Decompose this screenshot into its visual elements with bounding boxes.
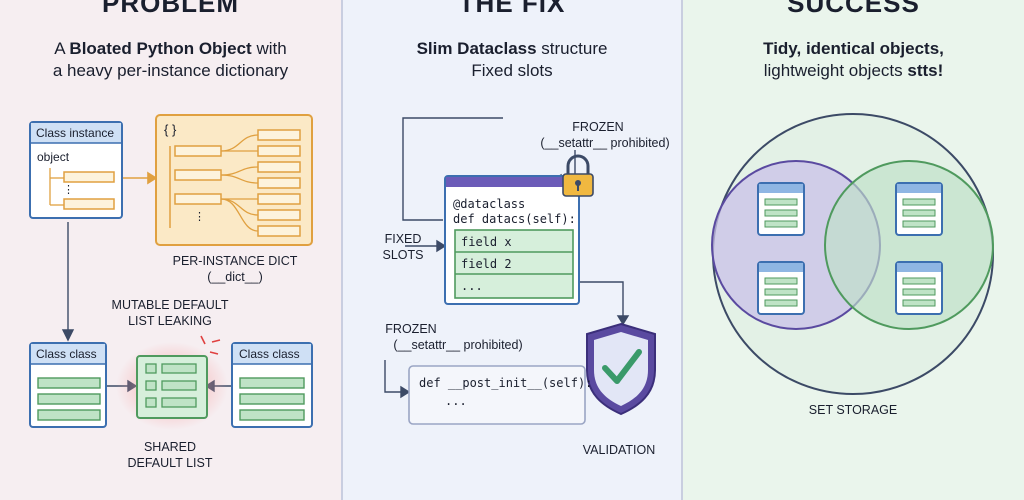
fix-heading: THE FIX [458, 0, 566, 18]
dict-brace: { } [164, 122, 177, 137]
object-tree [49, 168, 64, 206]
post-init-body: ... [445, 394, 467, 408]
list-leaking-label: LIST LEAKING [128, 314, 212, 328]
fix-panel: THE FIX Slim Dataclass structure Fixed s… [341, 0, 683, 500]
class-class-left-title: Class class [36, 347, 97, 361]
shared-label: SHARED [143, 440, 197, 454]
success-panel: SUCCESS Tidy, identical objects, lightwe… [683, 0, 1024, 500]
validation-label: VALIDATION [582, 443, 656, 457]
class-instance-title: Class instance [36, 126, 115, 140]
per-instance-dict-label: PER-INSTANCE DICT [172, 254, 298, 268]
frozen-bottom-note: (__setattr__ prohibited) [393, 338, 523, 352]
shared-list-cells [145, 363, 197, 408]
success-subtitle: Tidy, identical objects, lightweight obj… [683, 38, 1024, 82]
fix-subtitle: Slim Dataclass structure Fixed slots [343, 38, 681, 82]
problem-subtitle-bold: Bloated Python Object [69, 39, 252, 58]
dataclass-card-header [446, 177, 578, 187]
post-init-line: def __post_init__(self): [419, 376, 593, 390]
fix-subtitle-bold: Slim Dataclass [416, 39, 537, 58]
success-subtitle-bold: Tidy, identical objects, [763, 39, 944, 58]
shield-check-icon [586, 322, 656, 416]
object-to-dict-arrow [118, 171, 158, 185]
slot-field-2: field 2 [461, 257, 512, 271]
dict-values [257, 129, 301, 237]
object-dots: ⋮ [63, 184, 74, 196]
success-graphics [711, 113, 994, 395]
object-card [895, 261, 943, 315]
problem-subtitle-prefix: A [54, 39, 70, 58]
class-class-right-rows [239, 377, 305, 421]
dict-branches [220, 134, 259, 232]
fix-subtitle-suffix: structure [536, 39, 608, 58]
class-class-right-title: Class class [239, 347, 300, 361]
post-init-box [408, 365, 586, 425]
problem-subtitle: A Bloated Python Object with a heavy per… [0, 38, 341, 82]
slot-field-3: ... [461, 279, 483, 293]
frozen-top-label: FROZEN [572, 120, 624, 134]
success-heading: SUCCESS [787, 0, 920, 18]
slot-field-1: field x [461, 235, 512, 249]
dataclass-decorator: @dataclass [453, 197, 526, 211]
default-list-label: DEFAULT LIST [127, 456, 213, 470]
object-label: object [37, 150, 70, 164]
dataclass-def-line: def datacs(self): [453, 212, 576, 226]
problem-subtitle-line2: a heavy per-instance dictionary [52, 61, 289, 80]
dict-name: (__dict__) [207, 270, 263, 284]
class-instance-box [29, 121, 123, 219]
mutable-default-label: MUTABLE DEFAULT [111, 298, 229, 312]
object-card [757, 261, 805, 315]
class-class-left-rows [37, 377, 101, 421]
slots-label: SLOTS [382, 248, 424, 262]
alert-marks [200, 335, 221, 355]
object-card [757, 182, 805, 236]
frozen-bottom-label: FROZEN [385, 322, 437, 336]
set-storage-label: SET STORAGE [808, 403, 898, 417]
class-instance-header-bg [31, 123, 121, 143]
venn-right-circle [824, 160, 994, 330]
fixed-label: FIXED [384, 232, 422, 246]
problem-panel: PROBLEM A Bloated Python Object with a h… [0, 0, 341, 500]
object-cards [757, 182, 943, 315]
slots-table [454, 229, 574, 299]
dict-keys [169, 145, 222, 228]
problem-subtitle-suffix: with [251, 39, 287, 58]
dict-dots: ⋮ [194, 211, 205, 223]
problem-heading: PROBLEM [102, 0, 239, 18]
fix-graphics [384, 117, 656, 425]
object-card [895, 182, 943, 236]
lock-icon [562, 154, 594, 197]
success-subtitle-line2: lightweight objects [763, 61, 908, 80]
frozen-top-note: (__setattr__ prohibited) [540, 136, 670, 150]
problem-graphics [29, 114, 313, 430]
success-subtitle-line2-bold: stts! [907, 61, 944, 80]
fix-subtitle-line2: Fixed slots [471, 61, 553, 80]
